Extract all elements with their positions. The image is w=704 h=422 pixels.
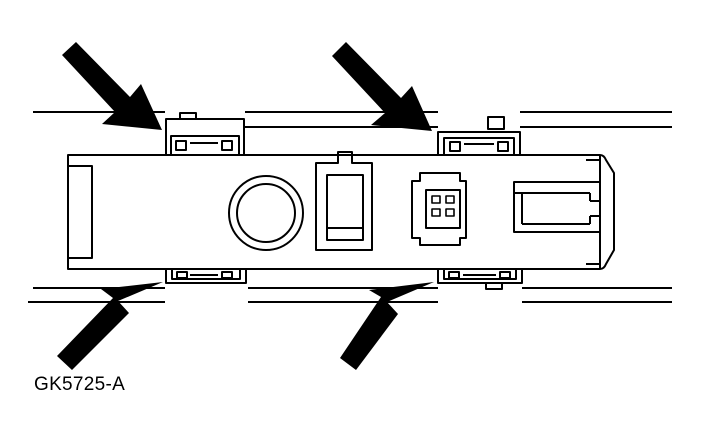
housing-latch-tab xyxy=(513,181,601,233)
figure-code-label: GK5725-A xyxy=(34,374,126,395)
retaining-clip-lower-left xyxy=(165,268,247,284)
slide-switch xyxy=(315,151,373,251)
retaining-clip-upper-right xyxy=(437,116,521,156)
round-control-knob xyxy=(228,175,304,251)
connector-terminal-pins xyxy=(431,195,455,217)
indicator-arrow-upper-right xyxy=(332,42,432,131)
indicator-arrow-lower-right xyxy=(340,282,434,370)
retaining-clip-upper-left xyxy=(165,112,245,156)
indicator-arrow-lower-left xyxy=(57,282,163,370)
switch-housing-body xyxy=(67,154,615,270)
electrical-connector xyxy=(411,172,467,246)
housing-left-end-cap xyxy=(82,165,93,259)
retaining-clip-lower-right xyxy=(437,268,523,290)
indicator-arrow-upper-left xyxy=(62,42,162,130)
